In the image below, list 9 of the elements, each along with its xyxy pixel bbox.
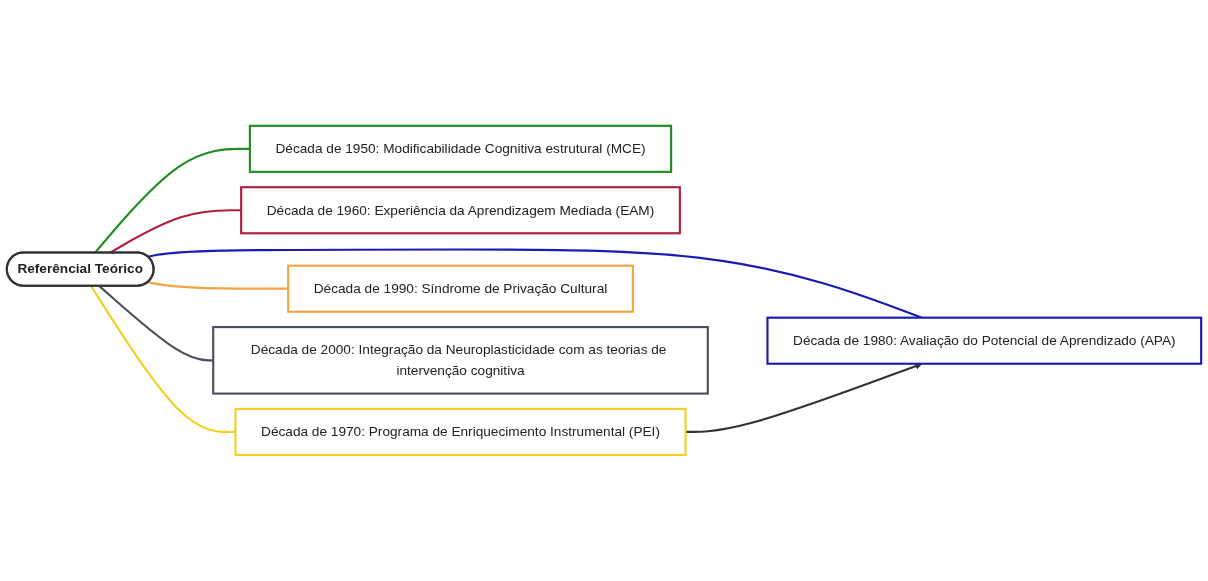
connector [90,285,236,434]
node-box: Década de 1970: Programa de Enriquecimento Instrumental (PEI) [234,407,687,457]
node-box: Década de 2000: Integração da Neuroplasticidade com as teorias de intervenção cognitiva [212,326,709,395]
node-box: Década de 1950: Modificabilidade Cognitiva estrutural (MCE) [248,124,673,174]
node-box: Década de 1960: Experiência da Aprendizagem Mediada (EAM) [240,186,681,235]
connector [147,281,289,290]
node-box: Década de 1980: Avaliação do Potencial de Aprendizado (APA) [766,316,1203,365]
node-box: Década de 1990: Síndrome de Privação Cultural [287,264,634,313]
connector [98,285,214,362]
